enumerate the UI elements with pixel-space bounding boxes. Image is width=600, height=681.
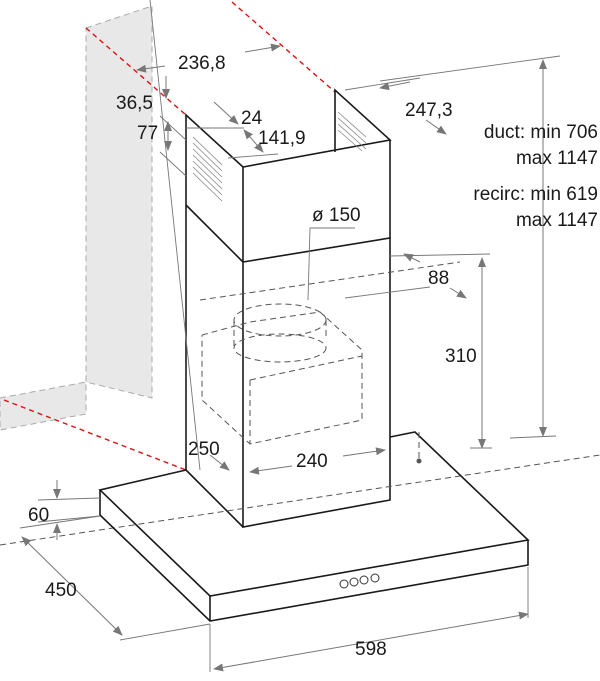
control-buttons bbox=[339, 573, 380, 589]
dim-hood-thickness: 60 bbox=[28, 505, 49, 526]
ceiling-wall-plane bbox=[0, 381, 87, 431]
vent-slots-left bbox=[192, 136, 223, 202]
dim-outlet-offset: 88 bbox=[428, 268, 449, 289]
dim-hood-depth: 450 bbox=[45, 580, 77, 601]
dim-chimney-wall-distance: 250 bbox=[188, 439, 220, 460]
dim-vent-height: 77 bbox=[137, 123, 158, 144]
recirc-min-height: recirc: min 619 bbox=[473, 184, 598, 205]
vent-slots-right bbox=[337, 111, 367, 152]
duct-max-height: max 1147 bbox=[516, 148, 598, 169]
dim-duct-diameter: ø 150 bbox=[312, 205, 361, 226]
duct-min-height: duct: min 706 bbox=[484, 122, 598, 143]
dim-vent-width: 141,9 bbox=[258, 128, 306, 149]
hidden-motor-outline bbox=[0, 261, 600, 546]
back-wall-plane bbox=[85, 5, 153, 399]
dim-wall-width: 236,8 bbox=[178, 53, 226, 74]
dim-hood-width: 598 bbox=[355, 639, 387, 660]
hood-canopy bbox=[98, 431, 530, 622]
upper-chimney bbox=[185, 88, 392, 263]
dim-outlet-height: 310 bbox=[445, 346, 477, 367]
dimension-labels: 236,8 36,5 24 77 141,9 247,3 ø 150 88 31… bbox=[28, 53, 598, 660]
recirc-max-height: max 1147 bbox=[516, 210, 598, 231]
dimension-lines bbox=[19, 0, 561, 672]
dim-chimney-width: 240 bbox=[296, 451, 328, 472]
dim-vent-offset: 24 bbox=[241, 108, 263, 129]
dim-chimney-depth: 247,3 bbox=[405, 100, 453, 121]
wall-reference-lines bbox=[3, 1, 336, 471]
dim-top-offset: 36,5 bbox=[116, 93, 153, 114]
lower-chimney bbox=[185, 205, 391, 528]
